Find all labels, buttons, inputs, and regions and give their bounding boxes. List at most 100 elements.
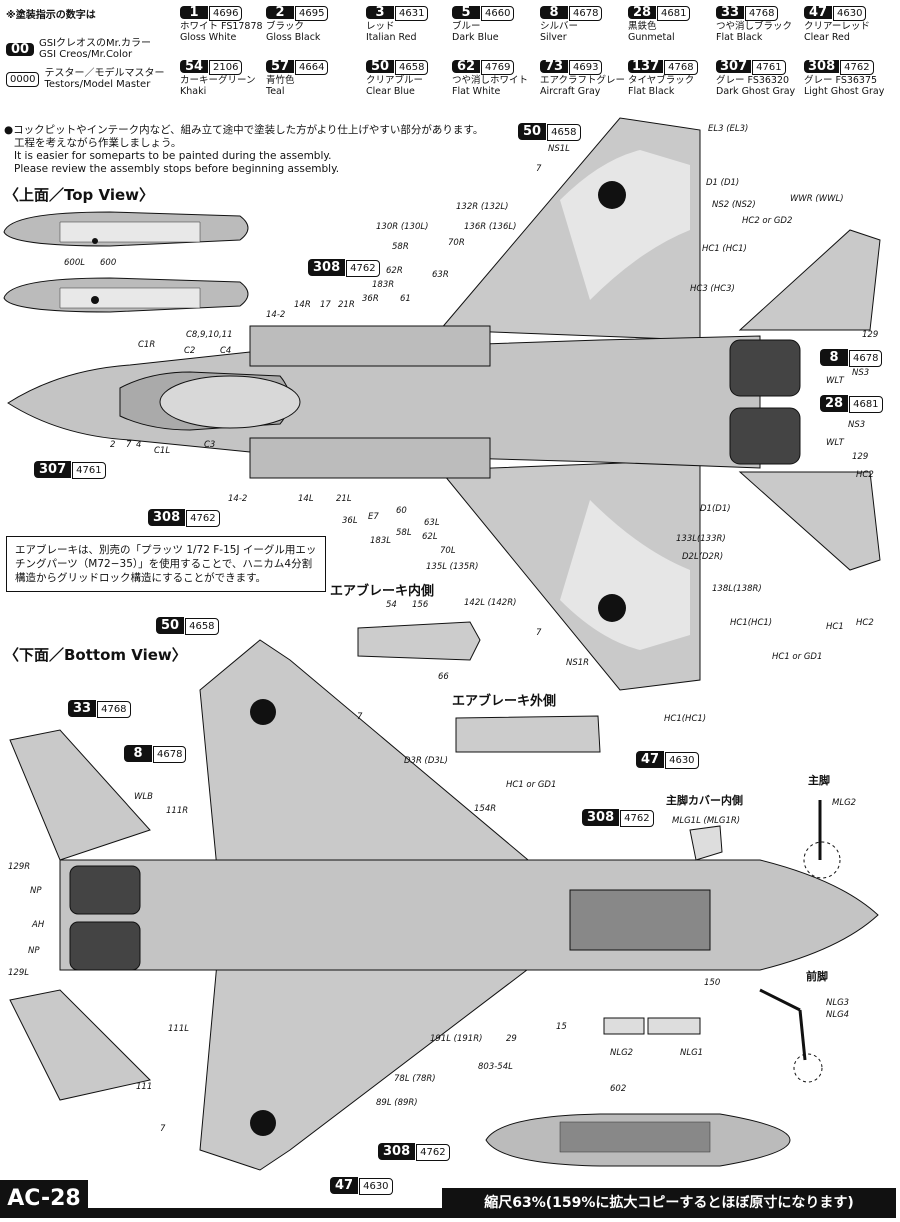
part-label: NS3 xyxy=(848,420,866,430)
paint-name-ja: クリアブルー xyxy=(366,75,424,86)
footer-bar xyxy=(88,1208,442,1218)
part-label: 154R xyxy=(474,804,497,814)
bottom-view-title: 〈下面／Bottom View〉 xyxy=(4,646,187,664)
paint-name-en: Clear Blue xyxy=(366,86,415,97)
paint-mm-code: 4768 xyxy=(745,6,779,21)
airbrake-note-box: エアブレーキは、別売の「プラッツ 1/72 F-15J イーグル用エッチングパー… xyxy=(6,536,326,592)
part-label: HC2 xyxy=(856,470,874,480)
paint-name-ja: ブラック xyxy=(266,21,305,32)
part-label: HC1 xyxy=(826,622,844,632)
airbrake-inner-title: エアブレーキ内側 xyxy=(330,584,435,599)
paint-name-ja: グレー FS36320 xyxy=(716,75,790,86)
paint-name-en: Light Ghost Gray xyxy=(804,86,885,97)
part-label: HC1(HC1) xyxy=(730,618,773,628)
paint-mm-code: 4696 xyxy=(209,6,243,21)
part-label: 63L xyxy=(424,518,440,528)
paint-name-ja: グレー FS36375 xyxy=(804,75,878,86)
part-label: EL3 (EL3) xyxy=(708,124,749,134)
paint-name-en: Clear Red xyxy=(804,32,850,43)
part-label: D1(D1) xyxy=(700,504,731,514)
part-label: 142L (142R) xyxy=(464,598,517,608)
part-label: D1 (D1) xyxy=(706,178,740,188)
paint-number: 307 xyxy=(716,60,752,73)
paint-name-en: Italian Red xyxy=(366,32,417,43)
aircraft-top-view xyxy=(7,117,881,691)
callout-mm-code: 4762 xyxy=(620,810,654,827)
nose-gear-drawing xyxy=(759,988,823,1083)
part-label: C1R xyxy=(138,340,156,350)
paint-name-ja: レッド xyxy=(366,21,395,32)
part-label: 78L (78R) xyxy=(394,1074,436,1084)
paint-number: 62 xyxy=(452,60,480,73)
part-label: 61 xyxy=(400,294,411,304)
part-label: 138L(138R) xyxy=(712,584,762,594)
part-label: D3R (D3L) xyxy=(404,756,448,766)
paint-name-en: Khaki xyxy=(180,86,207,97)
paint-name-ja: 黒鉄色 xyxy=(628,21,657,32)
paint-mm-code: 4658 xyxy=(395,60,429,75)
part-label: 29 xyxy=(506,1034,517,1044)
paint-mm-code: 4769 xyxy=(481,60,515,75)
part-label: 62L xyxy=(422,532,438,542)
part-label: 66 xyxy=(438,672,449,682)
paint-number: 137 xyxy=(628,60,664,73)
part-label: NP xyxy=(30,886,42,896)
paint-mm-code: 4664 xyxy=(295,60,329,75)
part-label: 14-2 xyxy=(228,494,248,504)
callout-mm-code: 4678 xyxy=(153,746,187,763)
drop-tank-bottom xyxy=(485,1113,791,1167)
part-label: 4 xyxy=(136,440,142,450)
part-label: 111 xyxy=(136,1082,153,1092)
part-label: C3 xyxy=(204,440,216,450)
scale-note: 縮尺63%(159%に拡大コピーするとほぼ原寸になります) xyxy=(442,1188,896,1218)
paint-number: 2 xyxy=(266,6,294,19)
part-label: 7 xyxy=(536,628,542,638)
callout-number: 28 xyxy=(820,395,849,412)
part-label: 58R xyxy=(392,242,409,252)
paint-name-en: Gloss White xyxy=(180,32,237,43)
part-label: 183L xyxy=(370,536,391,546)
testors-text-en: Testors/Model Master xyxy=(44,79,151,90)
paint-name-en: Silver xyxy=(540,32,567,43)
part-label: 54 xyxy=(386,600,397,610)
callout-mm-code: 4678 xyxy=(849,350,883,367)
part-label: 14R xyxy=(294,300,311,310)
callout-number: 308 xyxy=(378,1143,416,1160)
drop-tank-top-1 xyxy=(3,211,249,247)
paint-name-en: Aircraft Gray xyxy=(540,86,601,97)
paint-name-en: Flat Black xyxy=(628,86,675,97)
drop-tank-top-2 xyxy=(3,277,249,313)
page-id: AC-28 xyxy=(0,1180,88,1218)
part-label: E7 xyxy=(368,512,379,522)
callout-number: 308 xyxy=(148,509,186,526)
part-label: 17 xyxy=(320,300,331,310)
top-view-title: 〈上面／Top View〉 xyxy=(4,186,155,204)
part-label: HC1 (HC1) xyxy=(702,244,747,254)
part-label: WWR (WWL) xyxy=(790,194,844,204)
part-label: NLG1 xyxy=(680,1048,704,1058)
paint-name-ja: エアクラフトグレー xyxy=(540,75,626,86)
paint-number: 50 xyxy=(366,60,394,73)
paint-name-en: Dark Blue xyxy=(452,32,499,43)
assembly-note: ●コックピットやインテーク内など、組み立て途中で塗装した方がより仕上げやすい部分… xyxy=(4,124,483,176)
paint-mm-code: 4630 xyxy=(833,6,867,21)
callout-mm-code: 4768 xyxy=(97,701,131,718)
part-label: 36L xyxy=(342,516,358,526)
